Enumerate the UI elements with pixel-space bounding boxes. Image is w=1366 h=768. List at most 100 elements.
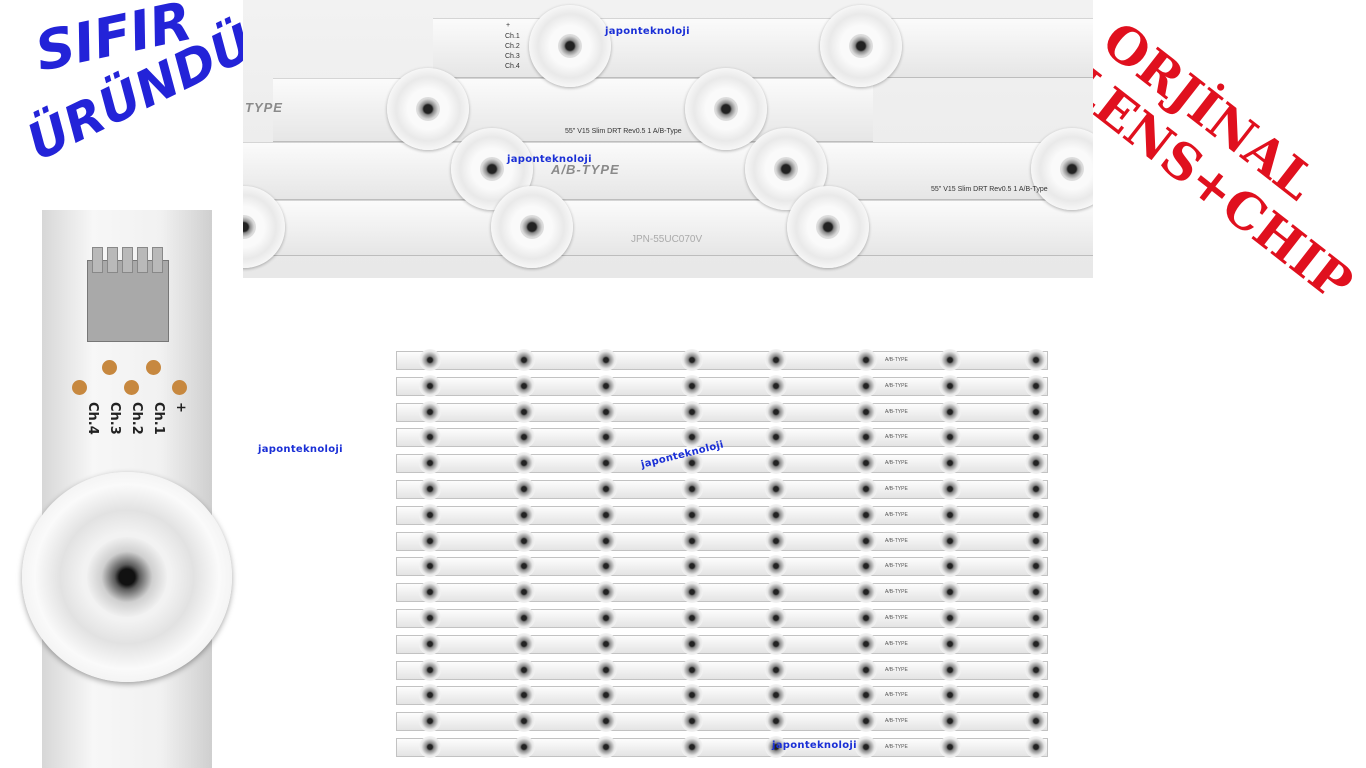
led-lens <box>513 452 535 475</box>
led-lens <box>595 684 617 707</box>
led-lens <box>939 400 961 423</box>
led-lens <box>681 632 703 655</box>
led-lens <box>855 426 877 449</box>
led-strip: A/B-TYPE <box>396 736 1048 758</box>
led-lens <box>419 503 441 526</box>
led-lens <box>419 400 441 423</box>
led-lens <box>939 349 961 371</box>
channel-4: Ch.4 <box>505 63 520 70</box>
led-lens <box>513 658 535 681</box>
strip-type-label: A/B-TYPE <box>885 744 908 750</box>
led-lens <box>765 736 787 758</box>
led-lens <box>855 452 877 475</box>
led-lens <box>1025 349 1047 371</box>
led-lens <box>765 452 787 475</box>
led-lens <box>685 68 767 150</box>
led-strip: A/B-TYPE <box>396 478 1048 500</box>
led-lens <box>595 555 617 578</box>
led-strip: A/B-TYPE <box>396 684 1048 707</box>
led-lens <box>681 426 703 449</box>
led-strip: A/B-TYPE <box>396 529 1048 552</box>
led-lens <box>787 186 869 268</box>
led-lens <box>681 503 703 526</box>
led-lens <box>939 632 961 655</box>
channel-plus: + <box>506 22 511 29</box>
watermark: japonteknoloji <box>258 444 343 455</box>
led-lens <box>681 374 703 397</box>
led-lens <box>855 684 877 707</box>
connector-pin <box>152 247 163 273</box>
led-lens <box>939 374 961 397</box>
led-lens <box>681 529 703 552</box>
strip-type-label: A/B-TYPE <box>885 666 908 673</box>
led-lens <box>939 555 961 578</box>
strip-type-label: A/B-TYPE <box>885 408 908 415</box>
led-lens <box>681 684 703 707</box>
led-strip: A/B-TYPE <box>396 349 1048 371</box>
led-lens <box>681 581 703 604</box>
led-lens <box>595 374 617 397</box>
led-lens <box>855 581 877 604</box>
solder-pad <box>72 380 87 395</box>
watermark: japonteknoloji <box>605 26 690 37</box>
led-lens <box>765 374 787 397</box>
led-lens <box>681 400 703 423</box>
led-lens <box>765 607 787 629</box>
closeup-channel-3: Ch.3 <box>107 402 122 435</box>
led-lens <box>681 736 703 758</box>
led-lens <box>681 710 703 733</box>
led-lens <box>513 478 535 500</box>
led-strip-array: A/B-TYPE A/B-TYPE A/B-TYPE A/B-TYPE A/B-TYPE… <box>396 346 1048 766</box>
led-lens <box>939 684 961 707</box>
led-lens <box>419 374 441 397</box>
led-lens <box>1031 128 1093 210</box>
led-lens <box>1025 736 1047 758</box>
channel-2: Ch.2 <box>505 43 520 50</box>
led-lens <box>595 478 617 500</box>
led-strip <box>243 142 1093 200</box>
part-number: JPN-55UC070V <box>631 234 703 245</box>
led-lens <box>939 503 961 526</box>
led-strip: A/B-TYPE <box>396 374 1048 397</box>
led-lens <box>595 736 617 758</box>
solder-pad <box>102 360 117 375</box>
led-lens <box>855 710 877 733</box>
led-lens <box>1025 503 1047 526</box>
connector-pin <box>122 247 133 273</box>
strip-type-label: A/B-TYPE <box>885 589 908 596</box>
solder-pad <box>124 380 139 395</box>
closeup-led-chip <box>87 537 167 617</box>
led-lens <box>681 349 703 371</box>
closeup-channel-2: Ch.2 <box>129 402 144 435</box>
channel-1: Ch.1 <box>505 33 520 40</box>
connector-pin <box>92 247 103 273</box>
led-lens <box>595 529 617 552</box>
led-lens <box>939 452 961 475</box>
led-lens <box>765 632 787 655</box>
led-lens <box>1025 581 1047 604</box>
strip-type-label: A/B-TYPE <box>885 434 908 441</box>
led-lens <box>1025 684 1047 707</box>
led-lens <box>681 452 703 475</box>
led-lens <box>765 400 787 423</box>
led-lens <box>513 529 535 552</box>
led-lens <box>681 658 703 681</box>
led-strip <box>243 200 1093 256</box>
led-lens <box>855 632 877 655</box>
strip-type-label: A/B-TYPE <box>885 692 908 699</box>
led-strip: A/B-TYPE <box>396 607 1048 629</box>
strip-type-label: A/B-TYPE <box>885 563 908 570</box>
led-strip: A/B-TYPE <box>396 581 1048 604</box>
led-strip: A/B-TYPE <box>396 658 1048 681</box>
pcb-model-text: 55" V15 Slim DRT Rev0.5 1 A/B-Type <box>565 128 682 135</box>
led-lens <box>595 658 617 681</box>
closeup-channel-1: Ch.1 <box>151 402 166 435</box>
led-lens <box>419 529 441 552</box>
led-lens <box>419 581 441 604</box>
strip-type-label: A/B-TYPE <box>885 460 908 467</box>
led-lens <box>855 658 877 681</box>
led-lens <box>595 503 617 526</box>
led-lens <box>419 658 441 681</box>
led-lens <box>419 478 441 500</box>
led-lens <box>855 349 877 371</box>
